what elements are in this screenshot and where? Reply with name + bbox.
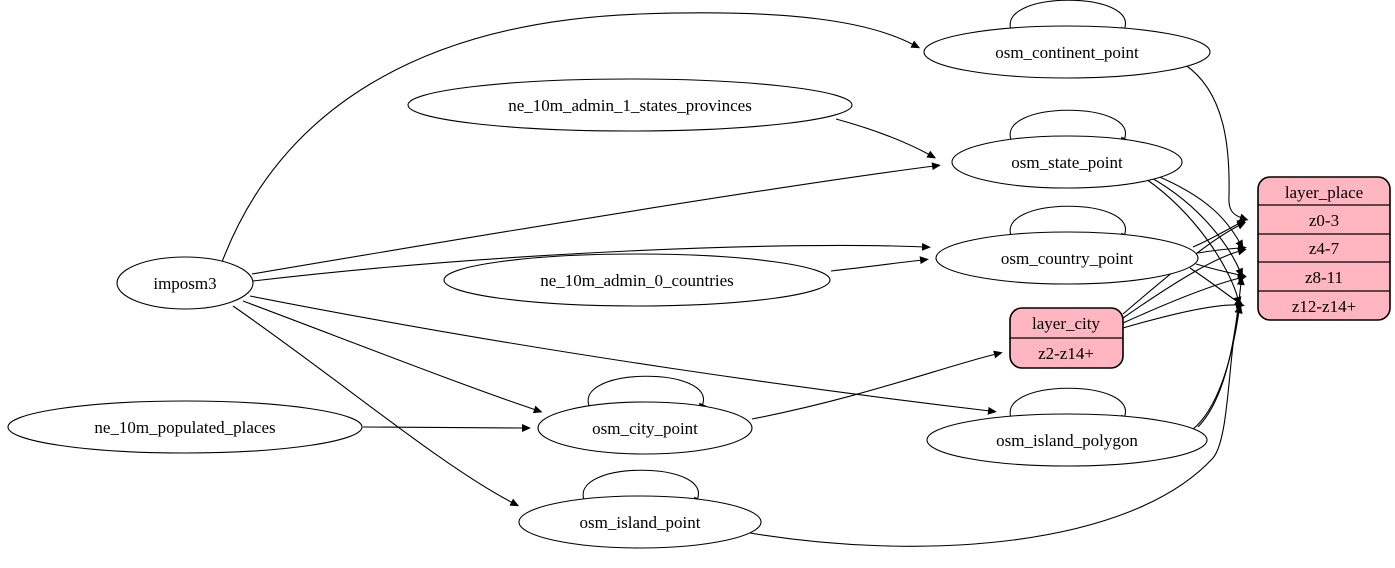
node-layer_place-title: layer_place bbox=[1285, 183, 1363, 202]
node-layer_city-title: layer_city bbox=[1032, 314, 1100, 333]
node-ne_10m_admin_1_states_provinces-label: ne_10m_admin_1_states_provinces bbox=[508, 96, 752, 115]
node-osm_country_point: osm_country_point bbox=[935, 231, 1199, 285]
self-loop-osm_island_polygon bbox=[1009, 387, 1129, 425]
edge-imposm3-osm_island_point bbox=[232, 305, 520, 507]
edge-imposm3-osm_continent_point bbox=[221, 12, 921, 263]
self-loop-osm_country_point bbox=[1009, 205, 1129, 243]
node-imposm3: imposm3 bbox=[116, 256, 254, 310]
edge-osm_continent_point-layer_place-z0-3 bbox=[1183, 63, 1249, 222]
node-osm_continent_point: osm_continent_point bbox=[923, 25, 1211, 79]
edge-osm_state_point-layer_place-z8-11 bbox=[1149, 176, 1243, 278]
node-osm_country_point-shape bbox=[935, 231, 1199, 285]
edge-imposm3-osm_state_point bbox=[251, 162, 941, 275]
edge-imposm3-osm_city_point bbox=[242, 300, 543, 414]
node-ne_10m_admin_1_states_provinces: ne_10m_admin_1_states_provinces bbox=[407, 78, 853, 132]
layer_place-row-z4-7: z4-7 bbox=[1309, 239, 1340, 258]
node-osm_country_point-label: osm_country_point bbox=[1001, 249, 1133, 268]
layer_city-row-z2-z14: z2-z14+ bbox=[1038, 344, 1094, 363]
node-osm_island_polygon: osm_island_polygon bbox=[926, 413, 1208, 467]
self-loop-osm_island_point bbox=[582, 469, 702, 507]
node-layer_place-shape bbox=[1257, 176, 1391, 321]
node-osm_island_point-shape bbox=[518, 495, 762, 549]
edge-osm_state_point-layer_place-z4-7 bbox=[1154, 174, 1244, 250]
node-ne_10m_admin_0_countries: ne_10m_admin_0_countries bbox=[443, 253, 831, 307]
node-osm_island_polygon-shape bbox=[926, 413, 1208, 467]
node-ne_10m_populated_places-label: ne_10m_populated_places bbox=[94, 418, 275, 437]
edge-osm_state_point-layer_place-z12-z14 bbox=[1145, 178, 1242, 306]
edge-layer_city-layer_place-z4-7 bbox=[1122, 247, 1247, 319]
node-osm_city_point: osm_city_point bbox=[537, 401, 753, 455]
node-osm_state_point-label: osm_state_point bbox=[1011, 153, 1123, 172]
edge-osm_country_point-layer_place-z0-3 bbox=[1192, 219, 1247, 248]
edge-ne_10m_populated_places-osm_city_point bbox=[362, 424, 531, 432]
edge-layer_city-layer_place-z0-3 bbox=[1122, 221, 1247, 315]
node-layer_place: layer_place z0-3 z4-7 z8-11 z12-z14+ bbox=[1257, 176, 1391, 321]
node-ne_10m_admin_0_countries-label: ne_10m_admin_0_countries bbox=[540, 271, 734, 290]
edge-osm_country_point-layer_place-z4-7 bbox=[1197, 244, 1247, 254]
node-imposm3-label: imposm3 bbox=[153, 274, 216, 293]
node-ne_10m_admin_1_states_provinces-shape bbox=[407, 78, 853, 132]
layer_place-row-z12-z14: z12-z14+ bbox=[1292, 297, 1356, 316]
edge-osm_island_point-layer_place-z12-z14 bbox=[743, 304, 1243, 547]
edge-imposm3-osm_island_polygon bbox=[249, 295, 997, 415]
self-loop-osm_continent_point bbox=[1009, 0, 1129, 37]
node-ne_10m_populated_places: ne_10m_populated_places bbox=[7, 400, 363, 454]
node-layer_city: layer_city z2-z14+ bbox=[1009, 307, 1124, 369]
edges bbox=[221, 0, 1249, 547]
node-osm_island_point-label: osm_island_point bbox=[580, 513, 701, 532]
self-loop-osm_city_point bbox=[587, 375, 707, 413]
edge-imposm3-osm_country_point bbox=[252, 242, 931, 282]
node-osm_state_point-shape bbox=[951, 135, 1183, 189]
node-osm_continent_point-label: osm_continent_point bbox=[995, 43, 1139, 62]
node-osm_continent_point-shape bbox=[923, 25, 1211, 79]
node-osm_state_point: osm_state_point bbox=[951, 135, 1183, 189]
node-imposm3-shape bbox=[116, 256, 254, 310]
layer_place-row-z0-3: z0-3 bbox=[1309, 211, 1339, 230]
layer_place-row-z8-11: z8-11 bbox=[1305, 268, 1343, 287]
edge-ne_10m_admin_0_countries-osm_country_point bbox=[830, 256, 929, 272]
edge-ne_10m_admin_1_states_provinces-osm_state_point bbox=[835, 118, 937, 159]
node-osm_island_point: osm_island_point bbox=[518, 495, 762, 549]
edge-layer_city-layer_place-z8-11 bbox=[1122, 274, 1247, 324]
node-ne_10m_populated_places-shape bbox=[7, 400, 363, 454]
edge-osm_city_point-layer_city-z2 bbox=[751, 350, 1003, 420]
node-osm_city_point-label: osm_city_point bbox=[592, 419, 698, 438]
node-ne_10m_admin_0_countries-shape bbox=[443, 253, 831, 307]
self-loop-osm_state_point bbox=[1009, 109, 1129, 147]
node-osm_island_polygon-label: osm_island_polygon bbox=[996, 431, 1138, 450]
edge-osm_island_polygon-layer_place-z12-z14 bbox=[1191, 304, 1243, 431]
edge-layer_city-layer_place-z12-z14 bbox=[1122, 300, 1245, 329]
edge-osm_country_point-layer_place-z8-11 bbox=[1195, 263, 1247, 279]
node-osm_city_point-shape bbox=[537, 401, 753, 455]
